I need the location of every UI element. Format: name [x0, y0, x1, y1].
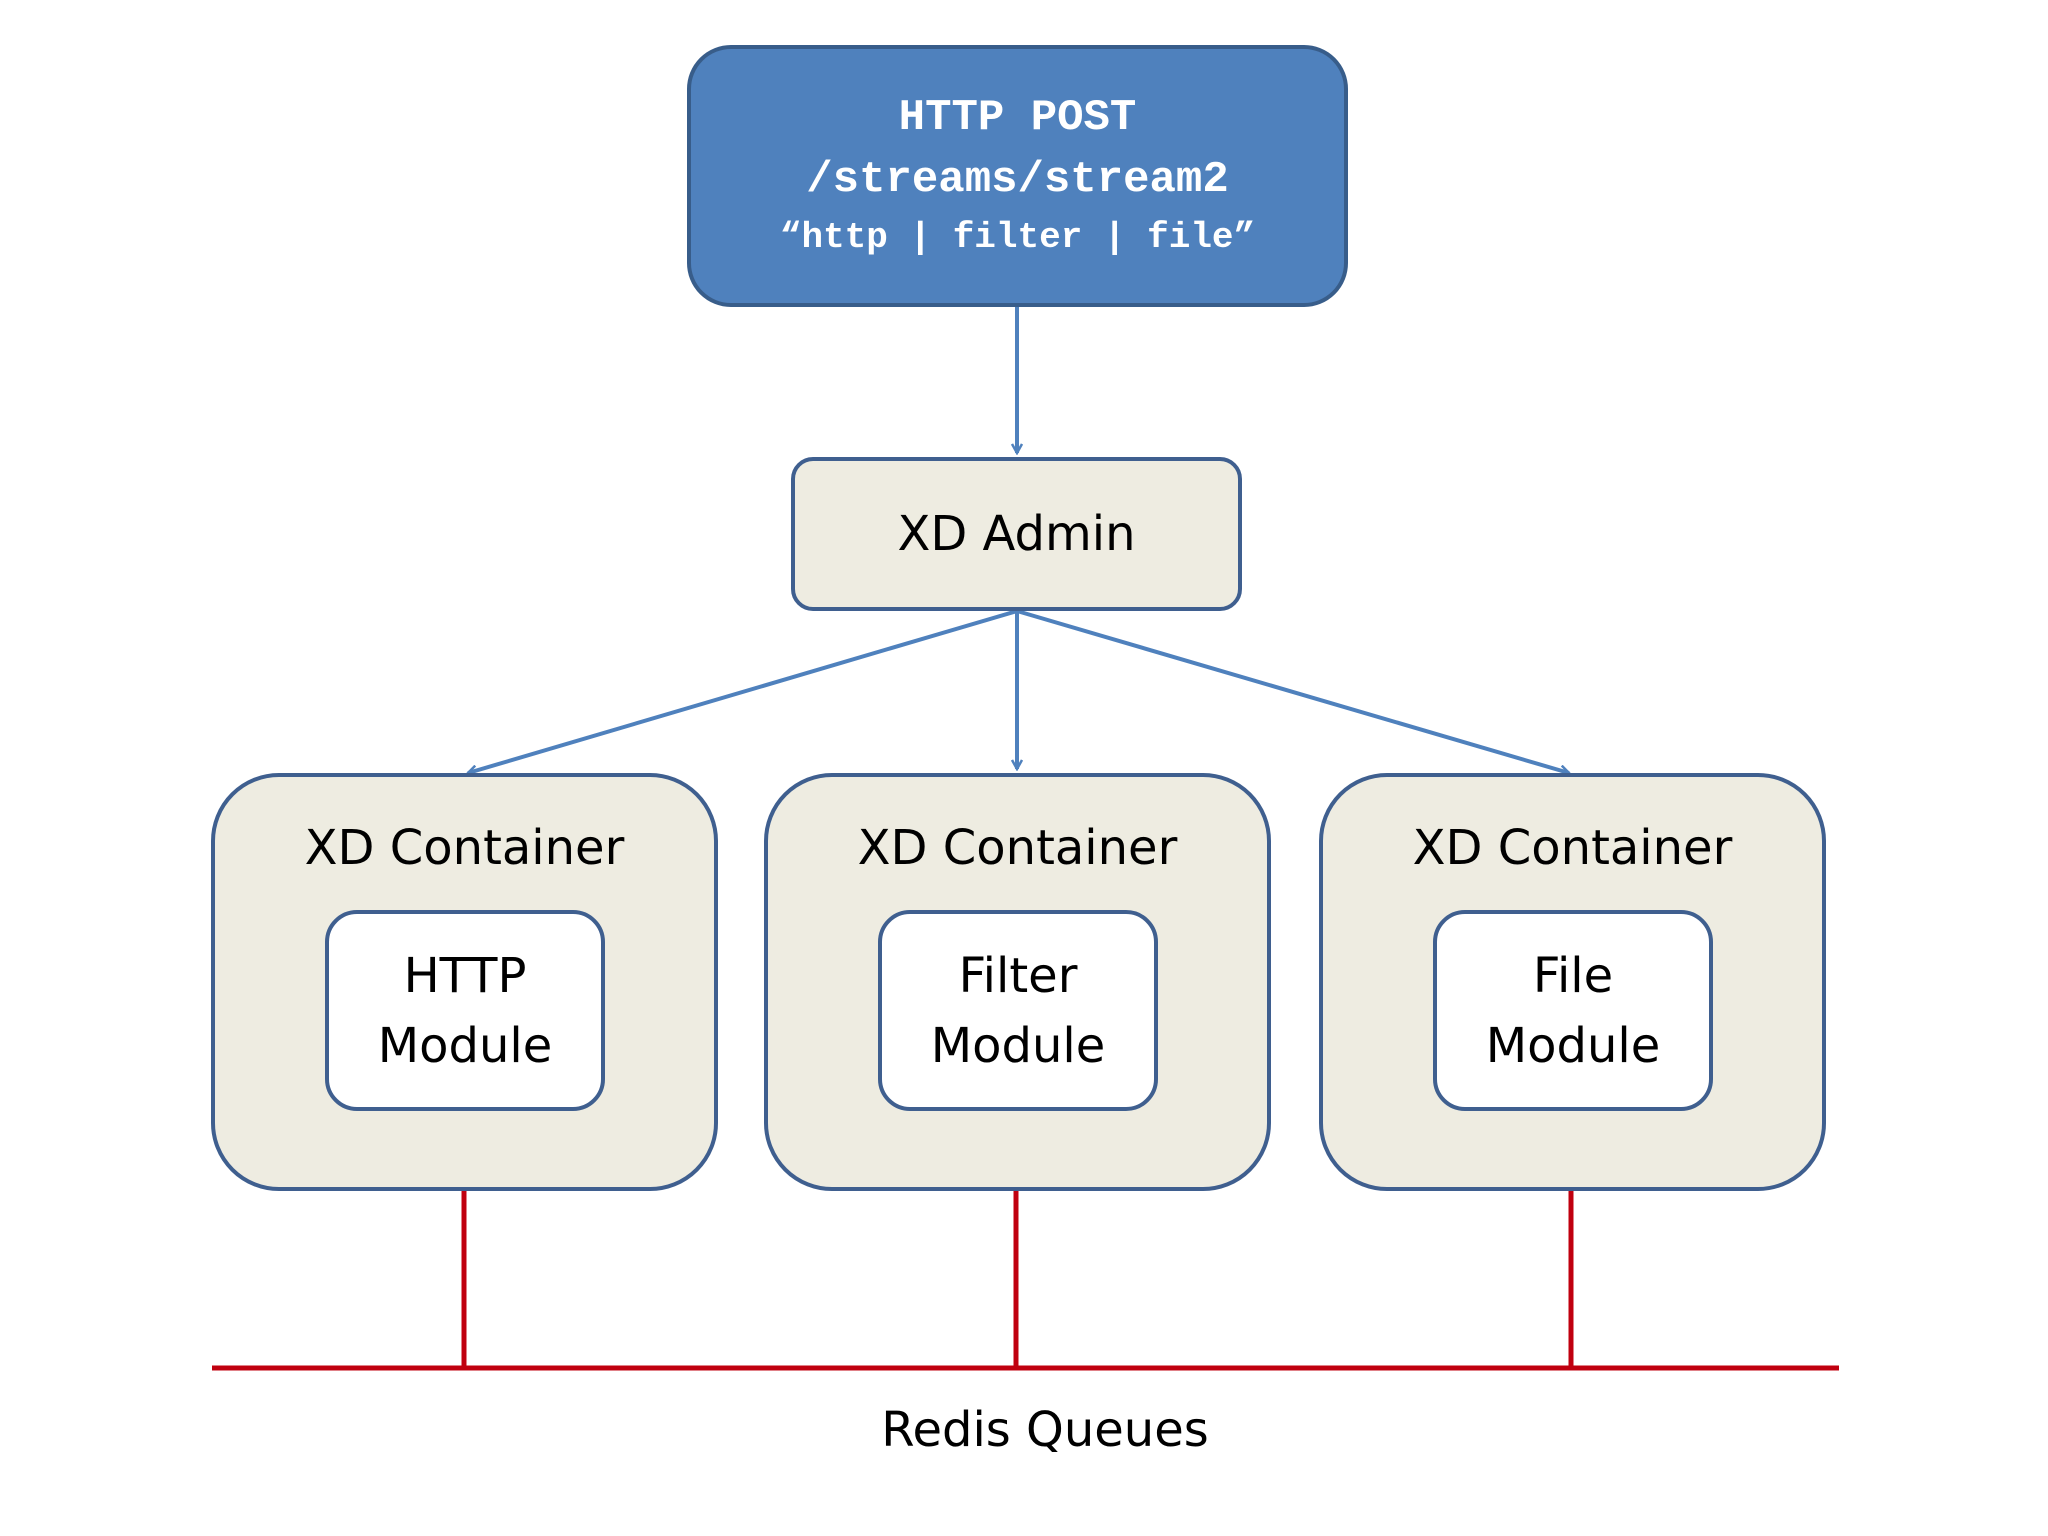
arrow-admin-to-container-file — [1016, 609, 1569, 773]
file-module-box: File Module — [1433, 910, 1713, 1111]
xd-container-file: XD Container File Module — [1319, 773, 1826, 1191]
module-line1: HTTP — [403, 947, 527, 1004]
module-line2: Module — [377, 1017, 553, 1074]
xd-container-http: XD Container HTTP Module — [211, 773, 718, 1191]
container-title: XD Container — [304, 820, 625, 876]
module-line2: Module — [1485, 1017, 1661, 1074]
container-title: XD Container — [1412, 820, 1733, 876]
arrow-admin-to-container-http — [468, 609, 1018, 773]
post-request-line: HTTP POST — [898, 93, 1137, 143]
xd-container-filter: XD Container Filter Module — [764, 773, 1271, 1191]
module-line2: Module — [930, 1017, 1106, 1074]
post-body-line: “http | filter | file” — [779, 217, 1256, 258]
module-line1: Filter — [958, 947, 1078, 1004]
redis-queues-label: Redis Queues — [881, 1402, 1209, 1458]
module-line1: File — [1532, 947, 1614, 1004]
http-post-box: HTTP POST /streams/stream2 “http | filte… — [687, 45, 1348, 307]
post-path-line: /streams/stream2 — [806, 155, 1229, 205]
xd-admin-box: XD Admin — [791, 457, 1242, 611]
http-module-box: HTTP Module — [325, 910, 605, 1111]
filter-module-box: Filter Module — [878, 910, 1158, 1111]
container-title: XD Container — [857, 820, 1178, 876]
xd-admin-label: XD Admin — [897, 506, 1136, 562]
